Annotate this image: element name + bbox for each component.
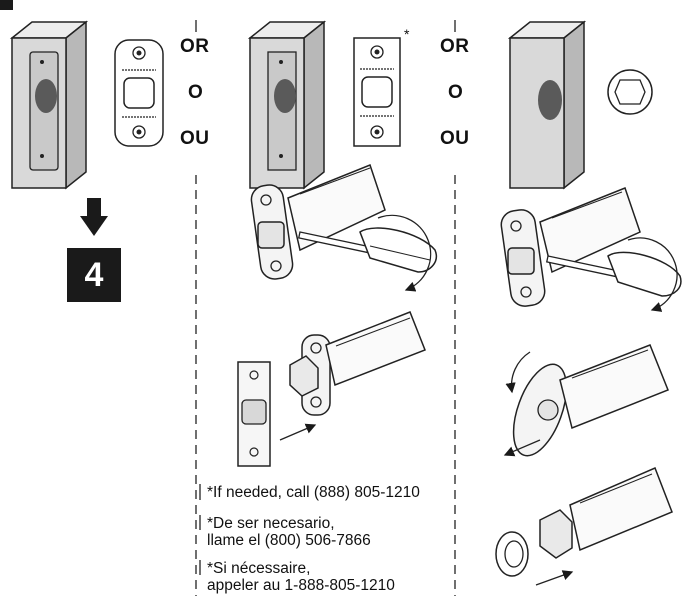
strike-plate-square bbox=[353, 37, 401, 147]
note-french-line2: appeler au 1-888-805-1210 bbox=[207, 577, 395, 594]
round-drive-collar bbox=[607, 69, 653, 115]
note-english: *If needed, call (888) 805-1210 bbox=[207, 484, 420, 501]
note-spanish-line2: llame el (800) 506-7866 bbox=[207, 532, 371, 549]
note-spanish-line1: *De ser necesario, bbox=[207, 515, 335, 532]
latch-rotate-faceplate bbox=[503, 344, 669, 457]
or-label-english-b: OR bbox=[440, 36, 470, 57]
or-label-french-b: OU bbox=[440, 128, 470, 149]
or-label-french-a: OU bbox=[180, 128, 210, 149]
latch-with-drive-collar bbox=[495, 467, 673, 586]
door-edge-mortise-1 bbox=[9, 20, 89, 190]
latch-with-screwdriver-2 bbox=[500, 187, 682, 312]
down-arrow-icon bbox=[80, 198, 108, 236]
door-edge-round-bore bbox=[507, 20, 587, 190]
or-label-spanish-b: O bbox=[448, 82, 464, 103]
faceplate-rectangular bbox=[237, 361, 317, 467]
step-number-badge: 4 bbox=[67, 248, 121, 302]
strike-plate-rounded bbox=[114, 39, 164, 147]
note-french-line1: *Si nécessaire, bbox=[207, 560, 311, 577]
latch-square-bolt bbox=[289, 311, 426, 416]
latch-with-screwdriver-1 bbox=[250, 164, 437, 292]
asterisk-mark: * bbox=[404, 26, 410, 42]
door-edge-mortise-2 bbox=[247, 20, 327, 190]
or-label-english-a: OR bbox=[180, 36, 210, 57]
corner-mark bbox=[0, 0, 13, 10]
or-label-spanish-a: O bbox=[188, 82, 204, 103]
